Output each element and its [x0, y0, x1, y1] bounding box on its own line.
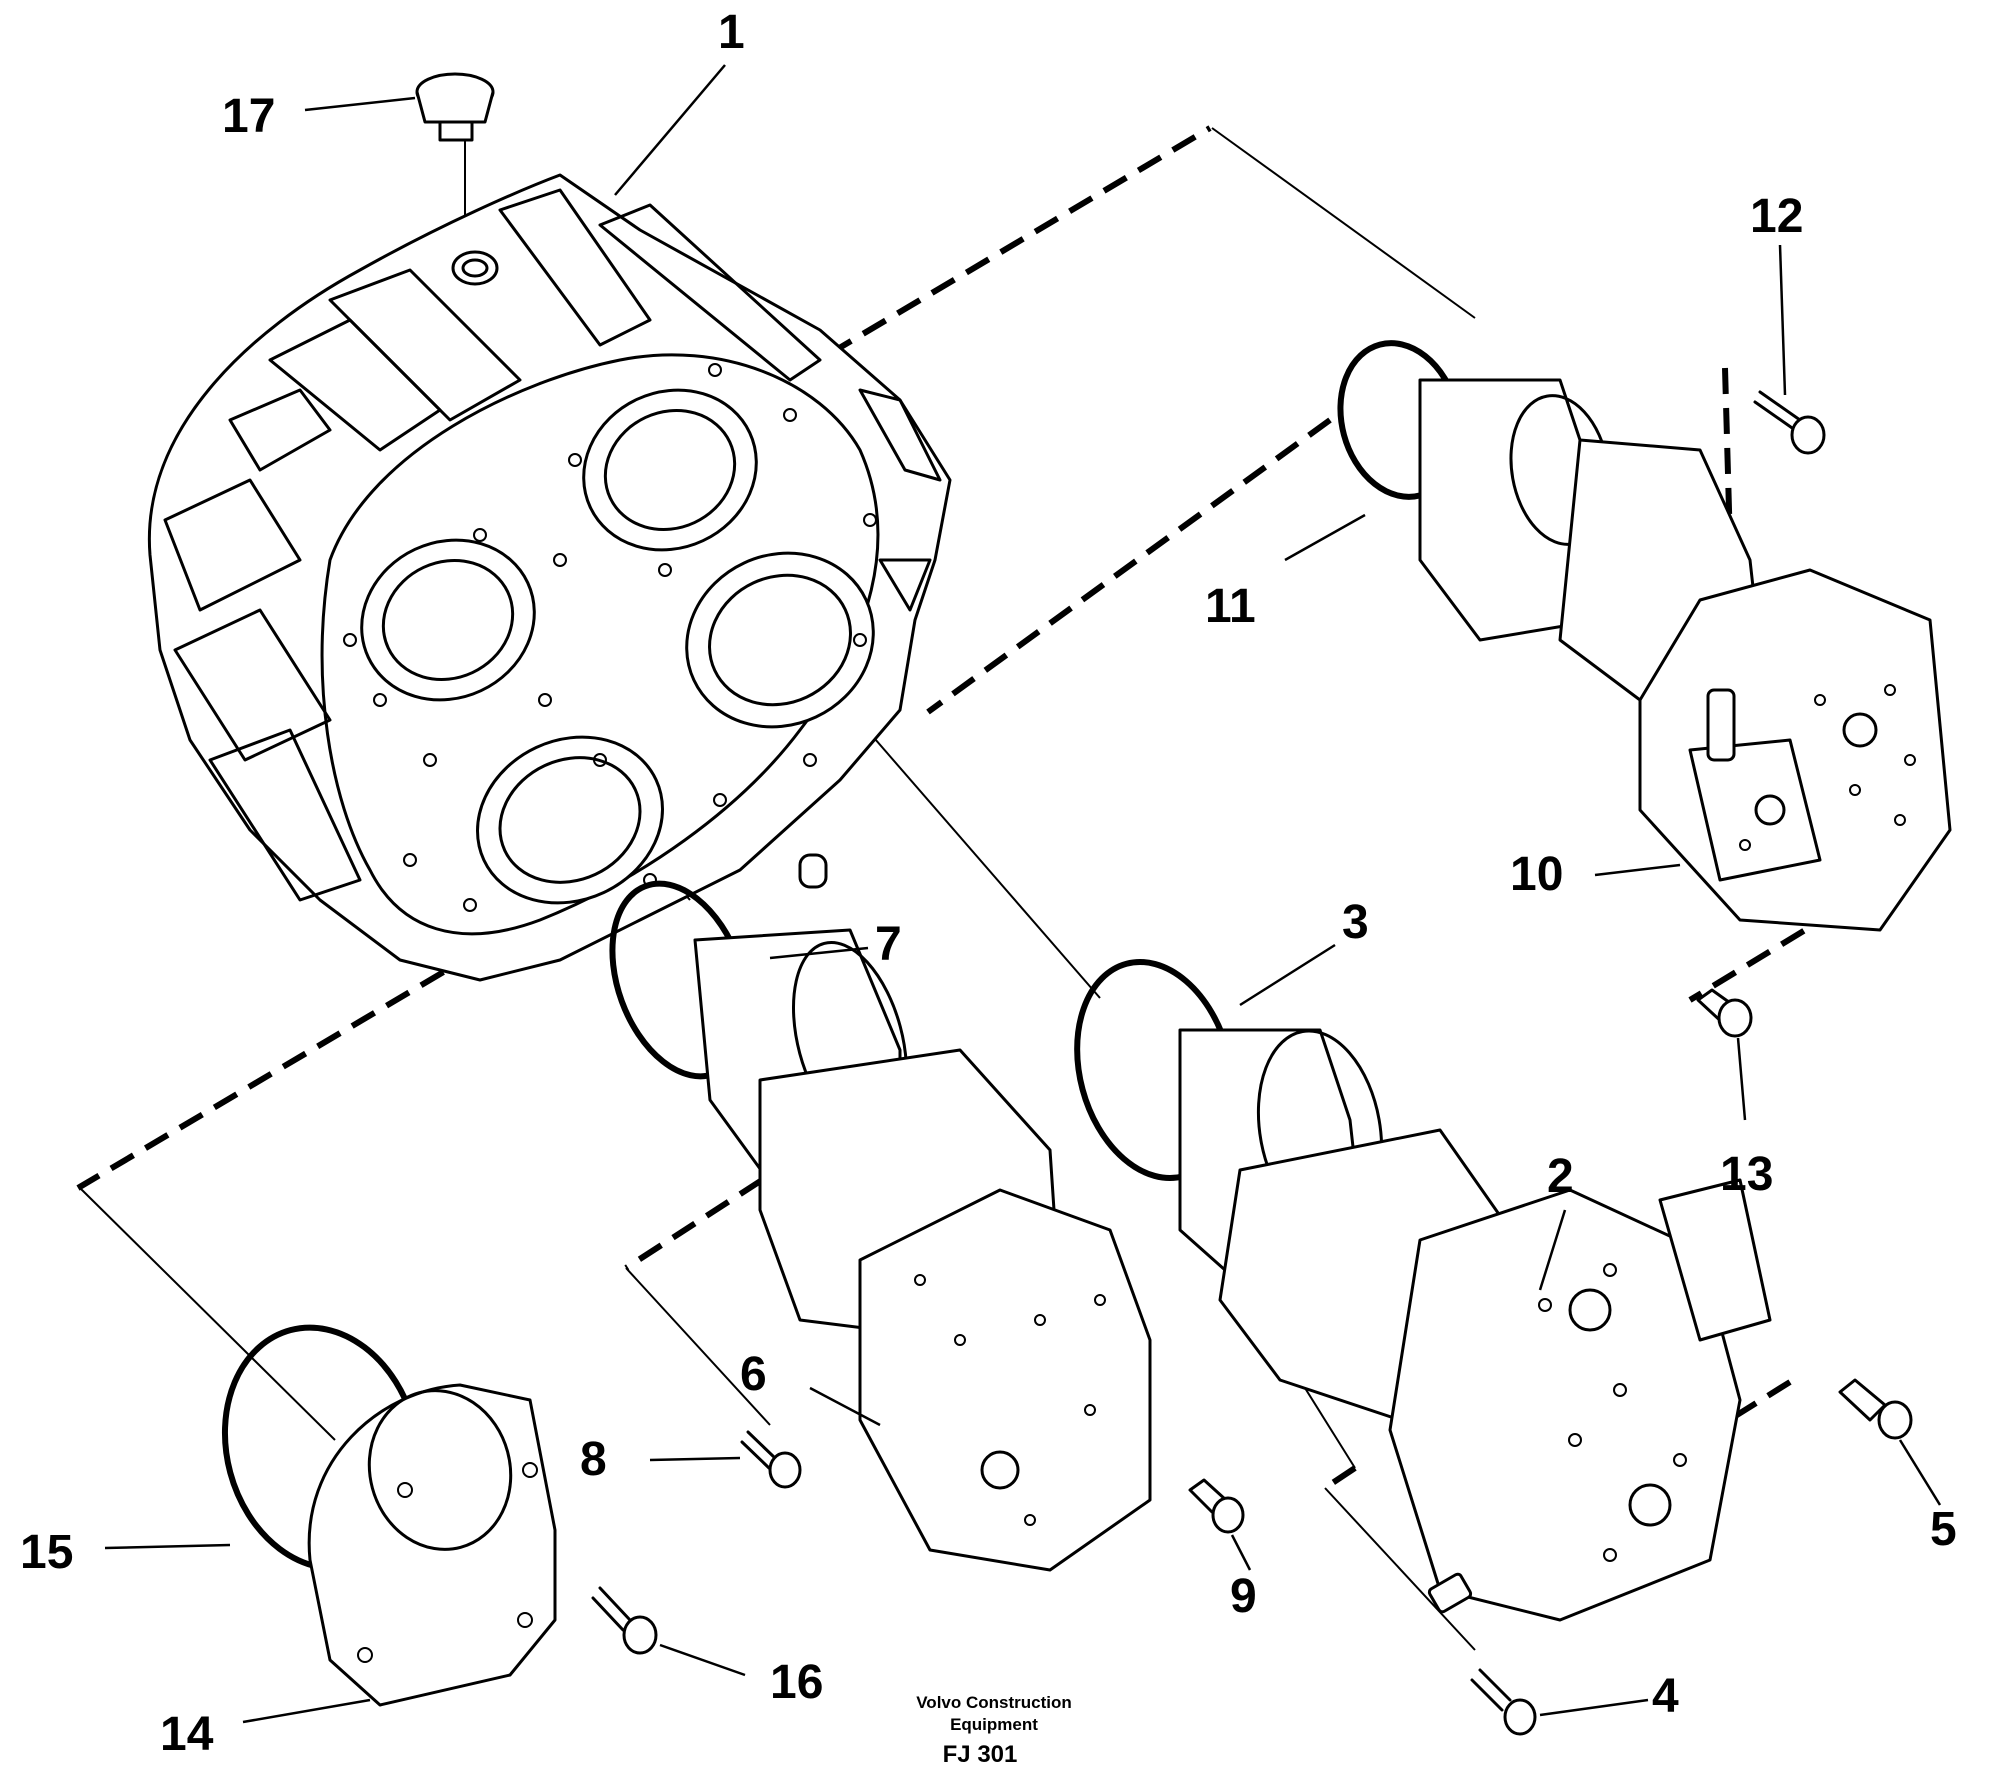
- figure-code: FJ 301: [943, 1741, 1018, 1766]
- callout-10: 10: [1510, 848, 1563, 901]
- plug-part-9: [1188, 1478, 1245, 1534]
- footer: Volvo Construction Equipment FJ 301: [916, 1693, 1072, 1766]
- callout-3: 3: [1342, 896, 1369, 949]
- motor-assembly-part-2: [1074, 958, 1772, 1622]
- bolt-part-12: [1753, 390, 1826, 455]
- callout-17: 17: [222, 90, 275, 143]
- brand-line-1: Volvo Construction: [916, 1693, 1072, 1712]
- bolt-part-4: [1470, 1668, 1537, 1736]
- plug-part-5: [1838, 1378, 1913, 1440]
- callout-4: 4: [1652, 1670, 1679, 1723]
- callout-14: 14: [160, 1708, 214, 1761]
- callout-12: 12: [1750, 190, 1803, 243]
- motor-assembly-part-10: [1337, 340, 1952, 932]
- bolt-part-8: [740, 1430, 802, 1489]
- callout-2: 2: [1547, 1150, 1574, 1203]
- housing-part-1: [147, 173, 952, 982]
- callout-1: 1: [718, 6, 745, 59]
- callout-13: 13: [1720, 1148, 1773, 1201]
- cover-part-14: [221, 1324, 557, 1707]
- breather-cap-part-17: [415, 72, 495, 142]
- callout-8: 8: [580, 1433, 607, 1486]
- callout-labels: 1 2 3 4 5 6 7 8 9 10 11 12 13 14 15 16 1…: [20, 6, 1957, 1761]
- callout-6: 6: [740, 1348, 767, 1401]
- plug-part-13: [1696, 988, 1753, 1038]
- leader-lines: [104, 64, 1942, 1724]
- callout-15: 15: [20, 1526, 73, 1579]
- brand-line-2: Equipment: [950, 1715, 1038, 1734]
- callout-7: 7: [875, 918, 902, 971]
- callout-11: 11: [1205, 580, 1256, 633]
- motor-assembly-part-6: [609, 880, 1152, 1572]
- callout-9: 9: [1230, 1570, 1257, 1623]
- bolt-part-16: [591, 1586, 658, 1655]
- callout-5: 5: [1930, 1503, 1957, 1556]
- callout-16: 16: [770, 1656, 823, 1709]
